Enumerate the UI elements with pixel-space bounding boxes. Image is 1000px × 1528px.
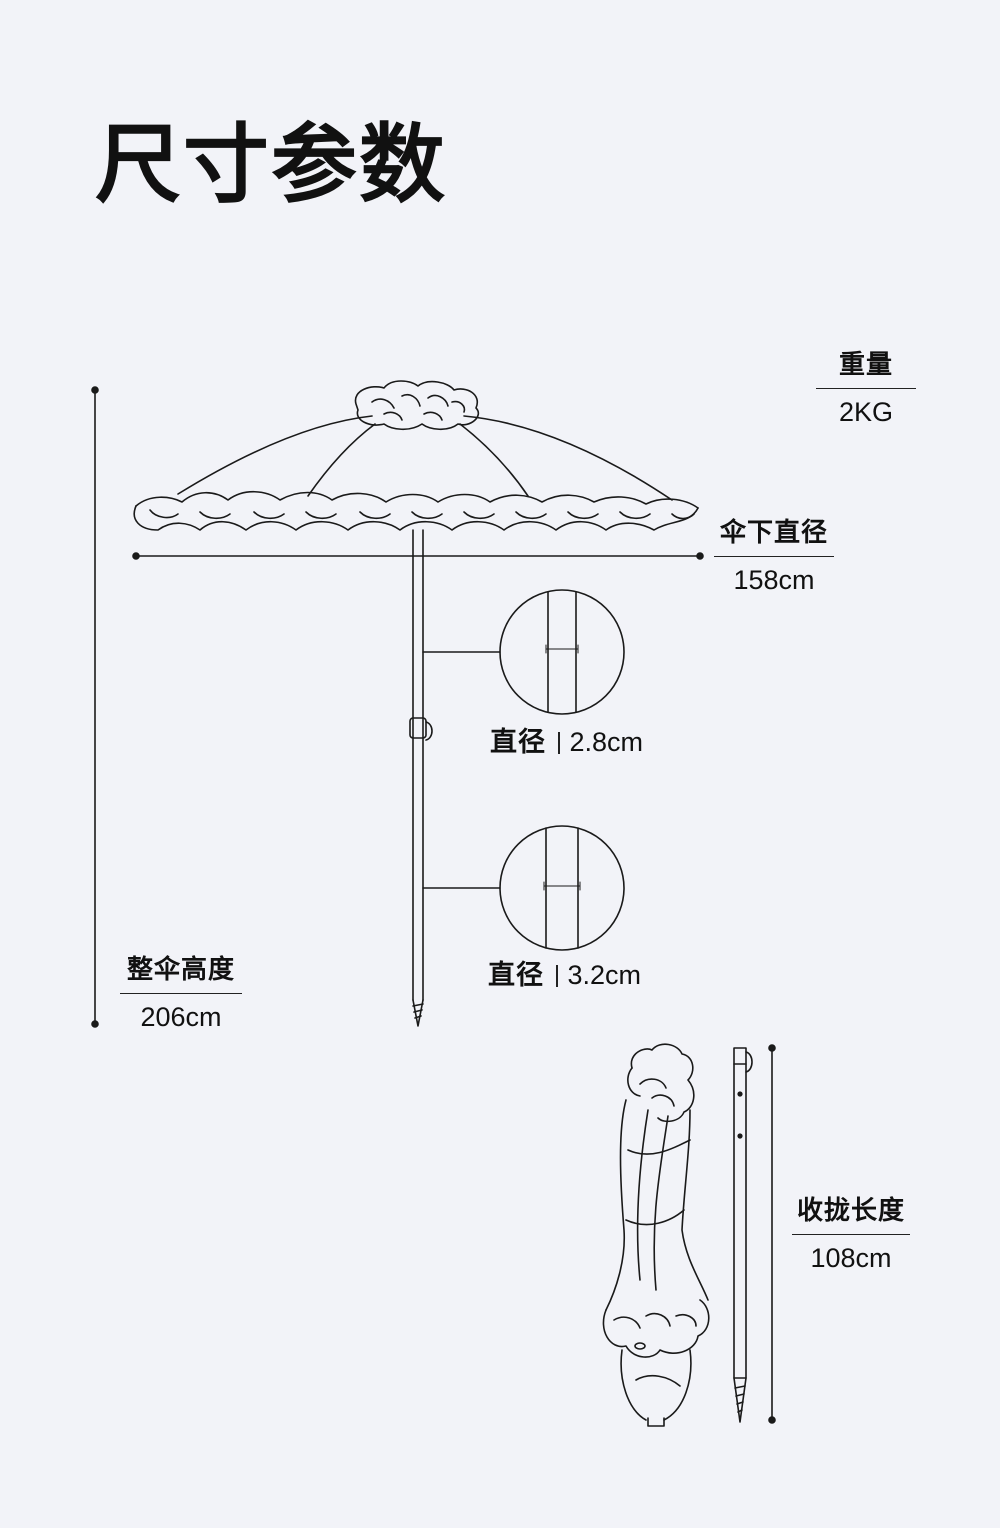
canopy-diameter-spec: 伞下直径 158cm [714, 520, 834, 594]
folded-dimension-line [768, 1044, 776, 1424]
upper-pole-diameter-value: 2.8cm [569, 727, 644, 757]
folded-length-value: 108cm [810, 1243, 892, 1273]
folded-length-spec: 收拢长度 108cm [792, 1198, 910, 1272]
folded-length-label: 收拢长度 [792, 1198, 910, 1235]
weight-value: 2KG [838, 397, 894, 427]
lower-pole-diameter-value: 3.2cm [567, 960, 642, 990]
canopy-diameter-value: 158cm [733, 565, 815, 595]
umbrella-canopy [133, 380, 699, 531]
page-title: 尺寸参数 [95, 115, 447, 215]
separator [556, 964, 558, 987]
canopy-diameter-label: 伞下直径 [714, 520, 834, 557]
folded-umbrella [602, 1043, 710, 1427]
upper-pole-diameter-spec: 直径 2.8cm [490, 727, 644, 758]
canopy-dimension-line [132, 552, 704, 560]
upper-pole-section [422, 589, 625, 715]
height-dimension-line [91, 386, 99, 1028]
lower-pole-diameter-label: 直径 [488, 960, 544, 991]
total-height-label: 整伞高度 [120, 957, 242, 994]
weight-spec: 重量 2KG [816, 352, 916, 426]
weight-label: 重量 [816, 352, 916, 389]
lower-pole-section [422, 825, 625, 951]
umbrella-pole [409, 529, 433, 1027]
total-height-value: 206cm [140, 1002, 222, 1032]
separator [558, 731, 560, 754]
folded-pole [733, 1047, 753, 1423]
total-height-spec: 整伞高度 206cm [120, 957, 242, 1031]
lower-pole-diameter-spec: 直径 3.2cm [488, 960, 642, 991]
upper-pole-diameter-label: 直径 [490, 727, 546, 758]
